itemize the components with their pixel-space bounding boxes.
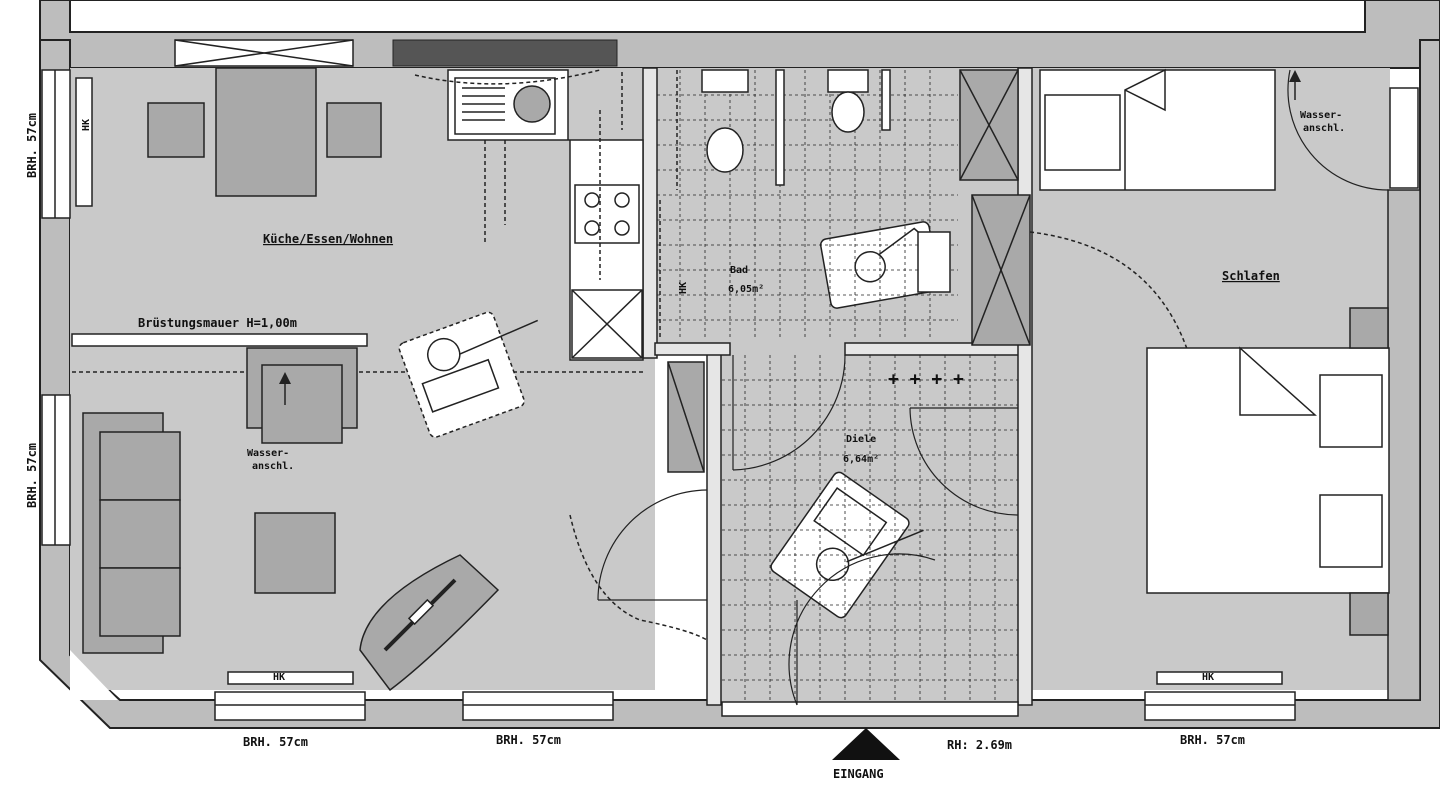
- chair-right: [326, 102, 382, 158]
- chair-left: [147, 102, 205, 158]
- radiator-label-living: HK: [273, 672, 285, 683]
- window-bottom-3: [1144, 691, 1296, 721]
- room-label-hall: Diele: [846, 433, 876, 445]
- sofa-cushion-3: [99, 567, 181, 637]
- room-label-living: Küche/Essen/Wohnen: [263, 232, 393, 246]
- radiator-label-bath: HK: [678, 282, 689, 294]
- sofa-cushion-2: [99, 499, 181, 569]
- top-dark-panel: [392, 39, 618, 67]
- washbasin: [917, 231, 951, 293]
- door-hall-living: [597, 489, 708, 601]
- burner-3: [584, 220, 600, 236]
- bed-corner-top: [1349, 307, 1389, 349]
- window-left-1: [41, 69, 71, 219]
- bed-corner-bottom: [1349, 592, 1389, 636]
- toilet-1-tank: [701, 69, 749, 93]
- cabinet-bath-2-x2: [971, 194, 1031, 346]
- wall-hall-bedroom: [1017, 67, 1033, 706]
- burner-4: [614, 220, 630, 236]
- window-bottom-2: [462, 691, 614, 721]
- sink-drainboard: [462, 87, 505, 121]
- sofa-cushion-1: [99, 431, 181, 501]
- grab-bar-1: [775, 69, 785, 186]
- living-corner: [70, 650, 118, 700]
- radiator-label-bedroom: HK: [1202, 672, 1214, 683]
- window-left-2: [41, 394, 71, 546]
- door-entrance: [788, 553, 936, 706]
- wall-bath-hall: [654, 342, 731, 356]
- room-height-label: RH: 2.69m: [947, 738, 1012, 752]
- wardrobe-top-fold: [1124, 68, 1166, 190]
- wall-living-bath: [642, 67, 658, 359]
- nightstand-2: [1319, 494, 1383, 568]
- top-window-x2: [174, 39, 354, 67]
- toilet-2-tank: [827, 69, 869, 93]
- water-label-bedroom-2: anschl.: [1303, 123, 1345, 134]
- parapet-wall: [71, 333, 368, 347]
- room-label-bath: Bad: [730, 265, 748, 276]
- wall-living-hall: [706, 349, 722, 706]
- fridge-x2: [571, 289, 643, 359]
- grab-bar-2: [881, 69, 891, 131]
- tv-unit: [359, 554, 500, 692]
- cabinet-hall-x1: [667, 361, 705, 473]
- sink-basin: [513, 85, 551, 123]
- water-arrow-head: [279, 372, 291, 384]
- coat-hooks: + + + +: [888, 369, 964, 390]
- toilet-1-bowl: [706, 127, 744, 173]
- door-bath: [732, 354, 846, 471]
- wardrobe-top-panel: [1044, 94, 1121, 171]
- parapet-label: Brüstungsmauer H=1,00m: [138, 316, 297, 330]
- sill-label-left-top: BRH. 57cm: [25, 113, 39, 178]
- coffee-table: [254, 512, 336, 594]
- sill-label-left-bottom: BRH. 57cm: [25, 443, 39, 508]
- dining-table: [215, 67, 317, 197]
- sill-label-bottom-1: BRH. 57cm: [243, 735, 308, 749]
- room-label-bedroom: Schlafen: [1222, 269, 1280, 283]
- door-bedroom-top: [1287, 69, 1389, 191]
- water-label-bedroom-1: Wasser-: [1300, 110, 1342, 121]
- radiator-bedroom: [1156, 671, 1283, 685]
- radiator-left: [75, 77, 93, 207]
- water-label-living-2: anschl.: [252, 461, 294, 472]
- hall-tile-grid: [722, 355, 1018, 700]
- bedroom-window-right: [1389, 87, 1419, 189]
- entrance-arrow-icon: [832, 728, 900, 760]
- kitchen-dashed: [484, 72, 623, 280]
- entrance-label: EINGANG: [833, 767, 884, 781]
- wheelchair-living-icon: [398, 311, 539, 438]
- water-box-inner: [261, 364, 343, 444]
- sill-label-bottom-right: BRH. 57cm: [1180, 733, 1245, 747]
- door-swing-dashed-1: [569, 514, 708, 641]
- radiator-label-left: HK: [81, 119, 92, 131]
- radiator-living: [227, 671, 354, 685]
- water-label-living-1: Wasser-: [247, 448, 289, 459]
- nightstand-1: [1319, 374, 1383, 448]
- cabinet-bath-1-x2: [959, 69, 1019, 181]
- window-bottom-1: [214, 691, 366, 721]
- bath-floor: [655, 68, 960, 353]
- burner-2: [614, 192, 630, 208]
- entrance-opening: [721, 701, 1019, 717]
- stove: [574, 184, 640, 244]
- door-swing-dashed-3: [414, 69, 601, 85]
- sill-label-bottom-2: BRH. 57cm: [496, 733, 561, 747]
- door-swing-dashed-4: [659, 70, 678, 340]
- room-area-hall: 6,64m²: [843, 454, 879, 465]
- kitchen-counter: [447, 69, 644, 361]
- burner-1: [584, 192, 600, 208]
- wall-bedroom-right: [1387, 189, 1421, 701]
- tv-stand: [407, 598, 435, 626]
- toilet-2-bowl: [831, 91, 865, 133]
- water-arrow-bedroom-head: [1289, 70, 1301, 82]
- exterior-white-area: [69, 0, 1366, 33]
- room-area-bath: 6,05m²: [728, 284, 764, 295]
- bed-fold: [1239, 346, 1317, 416]
- door-bedroom: [909, 407, 1019, 516]
